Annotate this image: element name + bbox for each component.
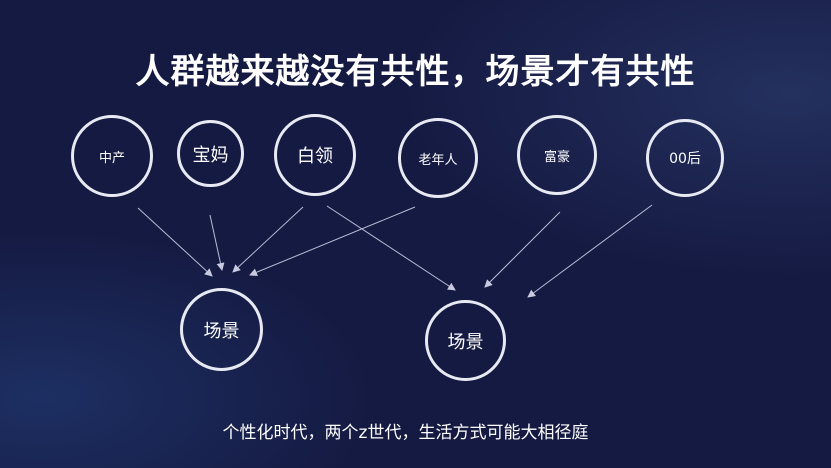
node-label: 中产 bbox=[98, 150, 125, 166]
arrow-fuhao-scene2 bbox=[484, 211, 561, 288]
scene-node-1: 场景 bbox=[180, 288, 263, 371]
scene-node-2: 场景 bbox=[425, 300, 506, 381]
node-label: 老年人 bbox=[418, 152, 458, 168]
node-label: 白领 bbox=[297, 146, 333, 167]
arrow-baoma-scene1 bbox=[209, 214, 225, 271]
arrow-laonian-scene1 bbox=[249, 206, 416, 277]
caption: 个性化时代，两个z世代，生活方式可能大相径庭 bbox=[222, 423, 589, 443]
node-label: 场景 bbox=[447, 331, 484, 353]
node-label: 场景 bbox=[203, 320, 240, 342]
group-node-bailing: 白领 bbox=[274, 114, 356, 196]
node-label: 00后 bbox=[669, 151, 701, 167]
group-node-zhongchan: 中产 bbox=[71, 115, 153, 197]
group-node-baoma: 宝妈 bbox=[177, 120, 244, 187]
group-node-laonianren: 老年人 bbox=[398, 118, 478, 198]
node-label: 宝妈 bbox=[192, 144, 229, 166]
arrow-bailing-scene2 bbox=[326, 205, 456, 291]
slide-title: 人群越来越没有共性，场景才有共性 bbox=[135, 52, 696, 92]
group-node-00hou: 00后 bbox=[646, 119, 724, 197]
node-label: 富豪 bbox=[543, 149, 570, 165]
arrow-00hou-scene2 bbox=[527, 204, 653, 298]
group-node-fuhao: 富豪 bbox=[517, 115, 597, 195]
arrow-bailing-scene1 bbox=[232, 206, 304, 273]
arrow-zhongchan-scene1 bbox=[137, 207, 213, 277]
